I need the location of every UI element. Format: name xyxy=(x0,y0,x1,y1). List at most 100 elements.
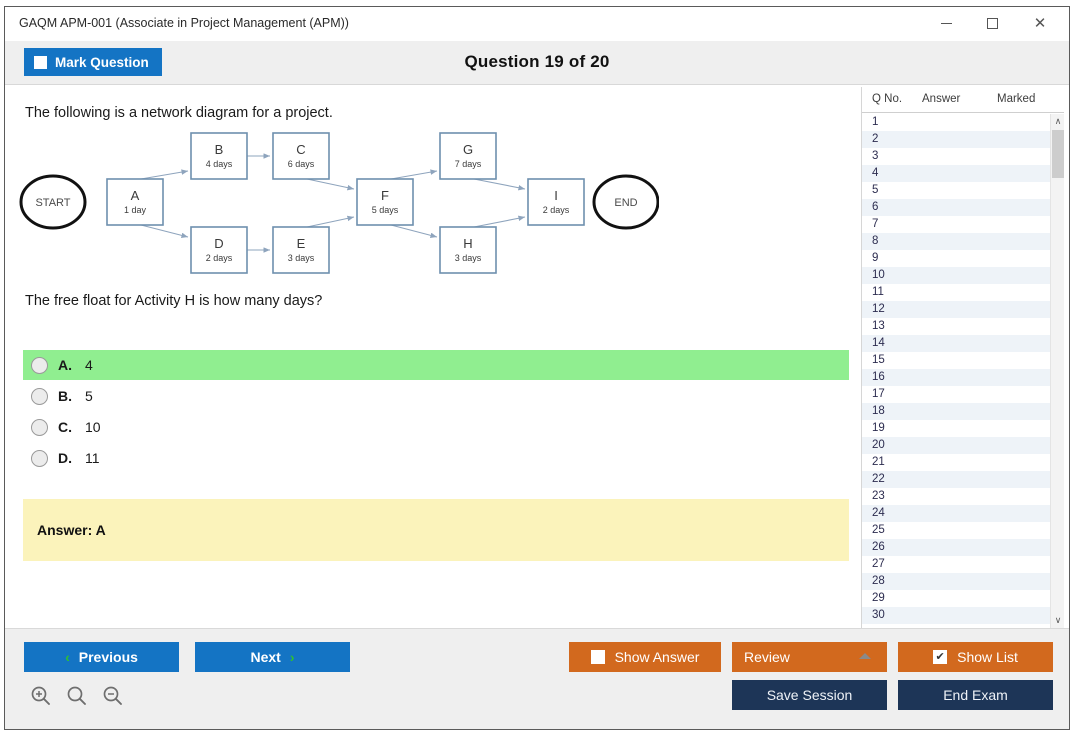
question-list-row[interactable]: 12 xyxy=(862,301,1050,318)
question-list-row[interactable]: 11 xyxy=(872,286,884,298)
question-list-row[interactable]: 28 xyxy=(862,573,1050,590)
question-list-row[interactable]: 13 xyxy=(872,320,885,332)
question-list-row[interactable]: 19 xyxy=(872,422,885,434)
scroll-down-icon[interactable]: ∨ xyxy=(1054,615,1062,625)
node-name: F xyxy=(381,188,389,203)
question-list-row[interactable]: 23 xyxy=(872,490,885,502)
option-letter: C. xyxy=(58,419,72,435)
save-session-label: Save Session xyxy=(766,687,853,703)
question-list-row[interactable]: 25 xyxy=(872,524,885,536)
question-header-bar: Mark Question Question 19 of 20 xyxy=(5,41,1069,85)
minimize-button[interactable] xyxy=(923,7,969,40)
question-list-row[interactable]: 26 xyxy=(862,539,1050,556)
answer-option-c[interactable]: C. 10 xyxy=(23,412,849,442)
end-exam-button[interactable]: End Exam xyxy=(898,680,1053,710)
diagram-node-g: G7 days xyxy=(439,132,497,180)
diagram-node-i: I2 days xyxy=(527,178,585,226)
node-name: B xyxy=(215,142,224,157)
diagram-node-c: C6 days xyxy=(272,132,330,180)
question-list-row[interactable]: 30 xyxy=(862,607,1050,624)
question-list-row[interactable]: 10 xyxy=(862,267,1050,284)
diagram-edges xyxy=(140,153,526,253)
chevron-up-icon xyxy=(859,653,871,659)
maximize-button[interactable] xyxy=(969,7,1015,40)
show-list-checkbox-icon[interactable]: ✔ xyxy=(933,650,948,664)
close-button[interactable]: ✕ xyxy=(1017,7,1063,40)
question-list-row[interactable]: 9 xyxy=(872,252,879,264)
mark-question-button[interactable]: Mark Question xyxy=(24,48,162,76)
radio-icon[interactable] xyxy=(31,387,48,405)
next-button[interactable]: Next › xyxy=(195,642,350,672)
option-text: 5 xyxy=(85,388,93,404)
question-list-row[interactable]: 6 xyxy=(862,199,1050,216)
question-list-row[interactable]: 2 xyxy=(862,131,1050,148)
scroll-up-icon[interactable]: ∧ xyxy=(1054,116,1062,126)
chevron-left-icon: ‹ xyxy=(65,649,70,665)
option-letter: A. xyxy=(58,357,72,373)
diagram-edge-h-i xyxy=(473,215,526,228)
question-list-row[interactable]: 24 xyxy=(862,505,1050,522)
node-name: G xyxy=(463,142,473,157)
zoom-in-icon[interactable] xyxy=(29,684,53,708)
node-name: H xyxy=(463,236,472,251)
question-list-row[interactable]: 4 xyxy=(862,165,1050,182)
mark-question-checkbox-icon[interactable] xyxy=(34,55,47,69)
zoom-out-icon[interactable] xyxy=(101,684,125,708)
answer-option-b[interactable]: B. 5 xyxy=(23,381,849,411)
option-letter: D. xyxy=(58,450,72,466)
diagram-node-end: END xyxy=(592,174,660,230)
question-list-row[interactable]: 17 xyxy=(872,388,885,400)
window-caption: GAQM APM-001 (Associate in Project Manag… xyxy=(19,16,349,30)
previous-button[interactable]: ‹ Previous xyxy=(24,642,179,672)
question-list-scrollbar[interactable]: ∧ ∨ xyxy=(1050,114,1064,628)
minimize-icon xyxy=(940,23,952,24)
question-list-row[interactable]: 16 xyxy=(862,369,1050,386)
show-answer-checkbox-icon[interactable] xyxy=(590,650,605,664)
zoom-reset-icon[interactable] xyxy=(65,684,89,708)
node-name: C xyxy=(296,142,305,157)
diagram-start-label: START xyxy=(35,197,70,209)
question-list-row[interactable]: 5 xyxy=(872,184,879,196)
exam-window: GAQM APM-001 (Associate in Project Manag… xyxy=(4,6,1070,730)
diagram-node-h: H3 days xyxy=(439,226,497,274)
maximize-icon xyxy=(986,18,998,29)
answer-option-a[interactable]: A.4 xyxy=(23,350,849,380)
save-session-button[interactable]: Save Session xyxy=(732,680,887,710)
question-list-row[interactable]: 18 xyxy=(862,403,1050,420)
option-text: 10 xyxy=(85,419,101,435)
diagram-edge-a-d xyxy=(140,224,189,239)
node-duration: 3 days xyxy=(288,253,315,263)
node-name: D xyxy=(214,236,223,251)
question-list-row[interactable]: 3 xyxy=(872,150,879,162)
review-dropdown-button[interactable]: Review xyxy=(732,642,887,672)
question-list-row[interactable]: 21 xyxy=(872,456,885,468)
answer-option-d[interactable]: D.11 xyxy=(23,443,849,473)
question-list-row[interactable]: 1 xyxy=(872,116,879,128)
radio-icon[interactable] xyxy=(31,449,48,467)
chevron-right-icon: › xyxy=(289,649,295,665)
radio-icon[interactable] xyxy=(31,418,48,436)
diagram-end-label: END xyxy=(614,197,637,209)
question-list-row[interactable]: 15 xyxy=(872,354,885,366)
answer-reveal-box: Answer: A xyxy=(23,499,849,561)
show-list-button[interactable]: ✔ Show List xyxy=(898,642,1053,672)
show-answer-button[interactable]: Show Answer xyxy=(569,642,721,672)
radio-icon[interactable] xyxy=(31,356,48,374)
question-list-row[interactable]: 14 xyxy=(862,335,1050,352)
question-list-row[interactable]: 22 xyxy=(862,471,1050,488)
diagram-edge-f-h xyxy=(390,224,438,238)
question-list-row[interactable]: 29 xyxy=(872,592,885,604)
scrollbar-thumb[interactable] xyxy=(1052,130,1064,178)
question-list-header: Q No. Answer Marked xyxy=(862,87,1064,113)
question-list-row[interactable]: 20 xyxy=(862,437,1050,454)
option-letter: B. xyxy=(58,388,72,404)
question-list-row[interactable]: 27 xyxy=(872,558,885,570)
mark-question-label: Mark Question xyxy=(55,54,149,70)
question-list-row[interactable]: 7 xyxy=(872,218,879,230)
node-duration: 2 days xyxy=(206,253,233,263)
diagram-node-e: E3 days xyxy=(272,226,330,274)
question-list-row[interactable]: 8 xyxy=(862,233,1050,250)
